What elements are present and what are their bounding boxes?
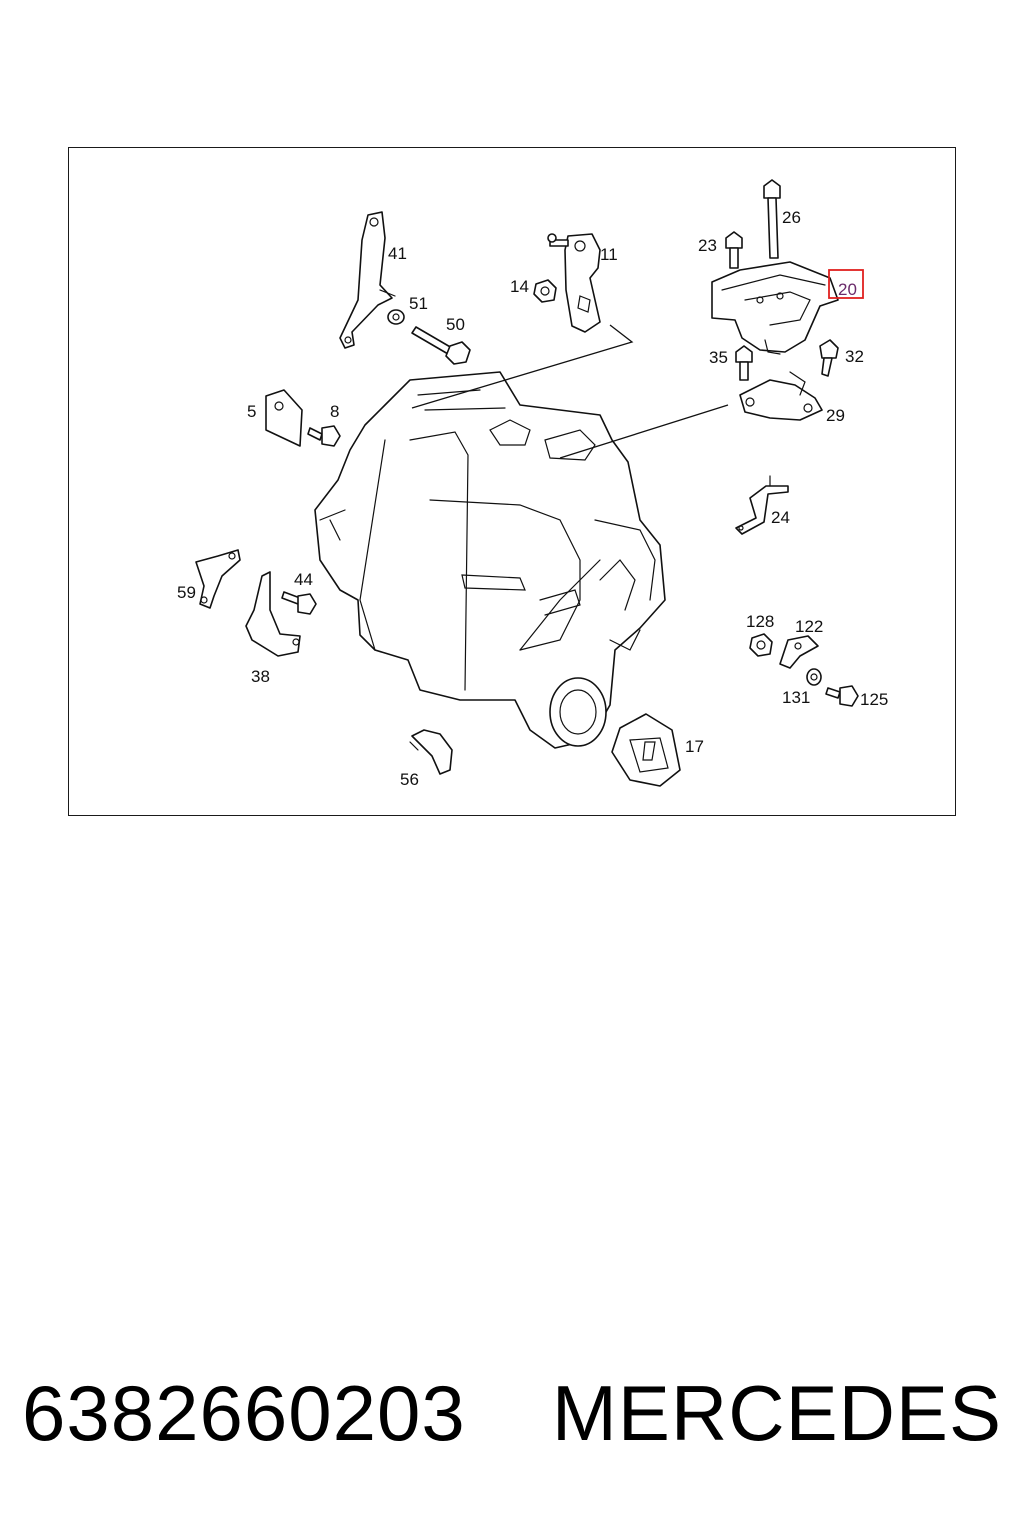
callout-125[interactable]: 125 xyxy=(860,690,888,709)
callout-17[interactable]: 17 xyxy=(685,737,704,756)
callout-29[interactable]: 29 xyxy=(826,406,845,425)
part-125-bolt xyxy=(825,685,859,707)
callout-5[interactable]: 5 xyxy=(247,402,256,421)
callout-44[interactable]: 44 xyxy=(294,570,313,589)
part-38-bracket xyxy=(245,571,301,657)
callout-59[interactable]: 59 xyxy=(177,583,196,602)
part-26-bolt xyxy=(763,179,781,259)
callout-51[interactable]: 51 xyxy=(409,294,428,313)
callout-26[interactable]: 26 xyxy=(782,208,801,227)
leader-lines xyxy=(411,324,729,459)
callout-14[interactable]: 14 xyxy=(510,277,529,296)
part-59-bracket xyxy=(195,549,241,609)
callout-128[interactable]: 128 xyxy=(746,612,774,631)
part-50-bolt xyxy=(411,326,471,365)
callout-labels: 41 51 50 11 14 26 23 20 35 32 29 5 8 24 … xyxy=(177,208,888,789)
part-131-washer xyxy=(806,668,822,686)
part-14-nut xyxy=(533,279,557,303)
part-24-bracket xyxy=(735,475,789,535)
callout-24[interactable]: 24 xyxy=(771,508,790,527)
caption: 6382660203 MERCEDES xyxy=(0,1368,1024,1468)
part-20-engine-mount xyxy=(711,261,839,355)
callout-38[interactable]: 38 xyxy=(251,667,270,686)
part-8-bolt xyxy=(307,425,341,447)
part-51-washer xyxy=(387,309,405,325)
callout-41[interactable]: 41 xyxy=(388,244,407,263)
callout-122[interactable]: 122 xyxy=(795,617,823,636)
callout-11[interactable]: 11 xyxy=(600,245,618,264)
part-41-bracket xyxy=(339,211,396,349)
part-128-nut xyxy=(749,633,773,657)
part-11-bracket xyxy=(547,233,601,333)
callout-56[interactable]: 56 xyxy=(400,770,419,789)
callout-131[interactable]: 131 xyxy=(782,688,810,707)
callout-32[interactable]: 32 xyxy=(845,347,864,366)
part-29-bracket xyxy=(739,371,823,421)
brand-name: MERCEDES xyxy=(551,1369,1002,1457)
callout-50[interactable]: 50 xyxy=(446,315,465,334)
highlight-box-20 xyxy=(828,269,864,299)
transmission-housing xyxy=(314,371,666,749)
callout-20[interactable]: 20 xyxy=(838,280,857,299)
part-44-bolt xyxy=(281,591,317,615)
part-5-plate xyxy=(265,389,303,447)
part-number: 6382660203 xyxy=(22,1369,466,1457)
part-17-mount xyxy=(611,713,681,787)
callout-23[interactable]: 23 xyxy=(698,236,717,255)
callout-35[interactable]: 35 xyxy=(709,348,728,367)
part-23-bolt xyxy=(725,231,743,269)
part-56-clamp xyxy=(409,729,453,775)
part-32-bolt xyxy=(819,339,839,377)
part-35-bolt xyxy=(735,345,753,381)
callout-8[interactable]: 8 xyxy=(330,402,339,421)
part-122-bracket xyxy=(779,635,819,669)
